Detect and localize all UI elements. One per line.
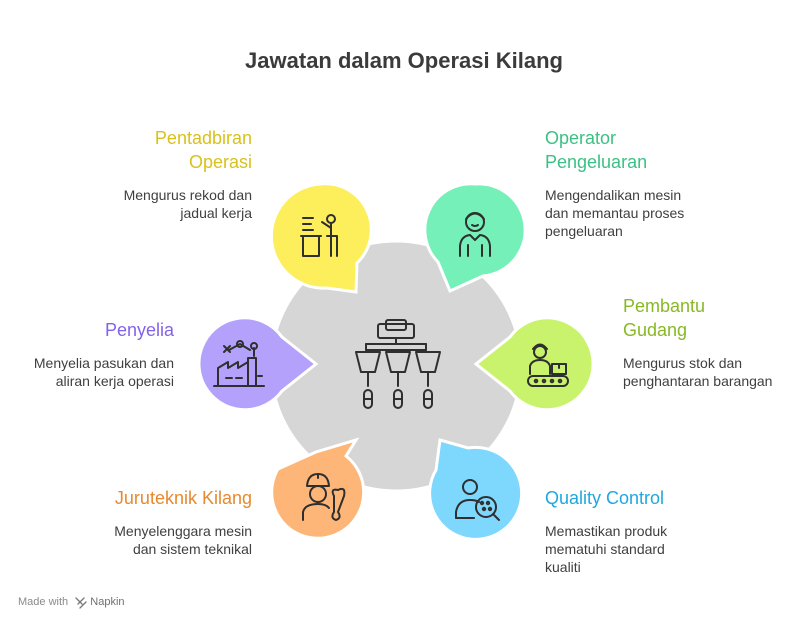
role-title: Quality Control: [545, 488, 665, 508]
made-with-label: Made with: [18, 596, 69, 608]
role-description: Memastikan produk mematuhi standard kual…: [545, 523, 668, 575]
role-description: Mengurus stok dan penghantaran barangan: [623, 355, 773, 389]
node-pentadbiran: [269, 182, 373, 294]
worker-icon: [459, 212, 491, 257]
role-pembantu: Pembantu Gudang Mengurus stok dan pengha…: [623, 294, 772, 390]
role-operator: Operator Pengeluaran Mengendalikan mesin…: [545, 126, 684, 240]
role-penyelia: Penyelia Menyelia pasukan dan aliran ker…: [34, 318, 174, 390]
napkin-logo-icon: [75, 597, 87, 609]
role-juruteknik: Juruteknik Kilang Menyelenggara mesin da…: [114, 486, 252, 558]
node-operator: [423, 182, 527, 294]
role-quality: Quality Control Memastikan produk mematu…: [545, 486, 667, 576]
role-description: Mengurus rekod dan jadual kerja: [123, 187, 252, 221]
role-pentadbiran: Pentadbiran Operasi Mengurus rekod dan j…: [124, 126, 252, 222]
technician-wrench-icon: [302, 473, 346, 521]
warehouse-conveyor-icon: [527, 343, 569, 387]
factory-production-line-icon: [355, 319, 441, 409]
presenter-icon: [300, 214, 338, 257]
node-juruteknik: [270, 437, 366, 540]
role-title: Pentadbiran Operasi: [154, 128, 252, 172]
role-title: Juruteknik Kilang: [114, 488, 252, 508]
quality-inspection-icon: [455, 479, 500, 521]
footer-credit: Made with Napkin: [18, 596, 125, 608]
role-title: Pembantu Gudang: [623, 296, 706, 340]
node-penyelia: [197, 316, 319, 412]
node-quality: [428, 438, 524, 541]
factory-robot-arm-icon: [213, 340, 265, 387]
diagram-title: Jawatan dalam Operasi Kilang: [245, 48, 563, 73]
role-description: Mengendalikan mesin dan memantau proses …: [545, 187, 685, 239]
role-title: Operator Pengeluaran: [545, 128, 648, 172]
role-title: Penyelia: [104, 320, 174, 340]
node-pembantu: [473, 316, 595, 412]
role-description: Menyelenggara mesin dan sistem teknikal: [114, 523, 252, 557]
napkin-brand-label: Napkin: [90, 596, 125, 608]
role-description: Menyelia pasukan dan aliran kerja operas…: [33, 355, 174, 389]
